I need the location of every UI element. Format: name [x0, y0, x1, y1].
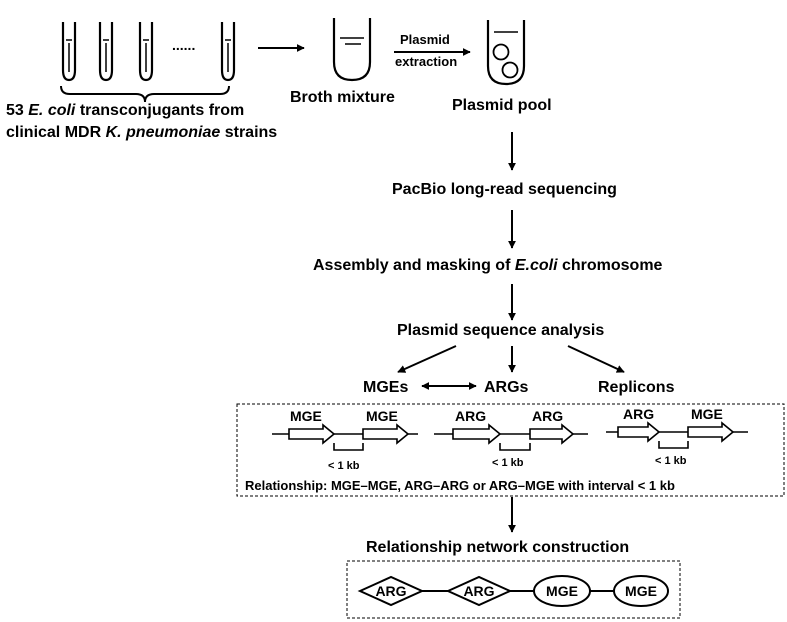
example1-right-label: MGE: [366, 408, 398, 424]
example-arg-mge: ARG MGE < 1 kb: [606, 406, 748, 467]
relationship-network: ARG ARG MGE MGE: [357, 575, 669, 607]
example2-left-label: ARG: [455, 408, 486, 424]
network-node-label: MGE: [625, 583, 657, 599]
test-tube-icon: [98, 22, 114, 82]
example2-interval: < 1 kb: [492, 457, 524, 469]
network-title: Relationship network construction: [366, 539, 629, 556]
arrow-to-replicons: [567, 345, 625, 373]
broth-tube-icon: [332, 18, 372, 82]
gene-arrow: [362, 423, 410, 445]
gene-arrow: [529, 423, 575, 445]
tubes-ellipsis: ......: [172, 37, 195, 53]
example3-interval: < 1 kb: [655, 455, 687, 467]
test-tube-icon: [220, 22, 236, 82]
interval-bracket: [658, 441, 689, 449]
plasmid-pool-label: Plasmid pool: [452, 97, 552, 114]
category-replicons: Replicons: [598, 379, 675, 396]
relationship-criteria: Relationship: MGE–MGE, ARG–ARG or ARG–MG…: [245, 478, 675, 493]
broth-mixture-label: Broth mixture: [290, 89, 395, 106]
example3-right-label: MGE: [691, 406, 723, 422]
network-node-label: ARG: [375, 583, 406, 599]
gene-arrow: [687, 421, 735, 443]
gene-arrow: [617, 421, 661, 443]
category-mges: MGEs: [363, 379, 408, 396]
example2-right-label: ARG: [532, 408, 563, 424]
gene-arrow: [288, 423, 336, 445]
plasmid-extraction-line2: extraction: [395, 54, 457, 69]
network-node-mge: [613, 575, 669, 607]
relationship-examples-box: [236, 403, 785, 497]
arrow-to-mges: [397, 345, 457, 373]
transconjugant-tubes: ......: [61, 22, 236, 82]
network-node-arg: [445, 575, 513, 607]
network-node-label: MGE: [546, 583, 578, 599]
test-tube-icon: [61, 22, 77, 82]
network-node-mge: [533, 575, 591, 607]
step-analysis: Plasmid sequence analysis: [397, 322, 604, 339]
plasmid-pool-tube-icon: [486, 20, 526, 86]
step-assembly: Assembly and masking of E.coli chromosom…: [313, 257, 663, 274]
example3-left-label: ARG: [623, 406, 654, 422]
transconjugants-caption-line1: 53 E. coli transconjugants from: [6, 102, 244, 119]
network-box: [346, 560, 681, 619]
example-arg-arg: ARG ARG < 1 kb: [434, 408, 588, 469]
step-sequencing: PacBio long-read sequencing: [392, 181, 617, 198]
category-args: ARGs: [484, 379, 529, 396]
interval-bracket: [499, 443, 531, 451]
network-node-label: ARG: [463, 583, 494, 599]
example1-left-label: MGE: [290, 408, 322, 424]
example1-interval: < 1 kb: [328, 460, 360, 472]
test-tube-icon: [138, 22, 154, 82]
transconjugants-caption-line2: clinical MDR K. pneumoniae strains: [6, 124, 277, 141]
interval-bracket: [333, 443, 364, 451]
gene-arrow: [452, 423, 502, 445]
network-node-arg: [357, 575, 425, 607]
grouping-brace: [60, 85, 230, 103]
plasmid-extraction-line1: Plasmid: [400, 32, 450, 47]
example-mge-mge: MGE MGE < 1 kb: [272, 408, 418, 472]
